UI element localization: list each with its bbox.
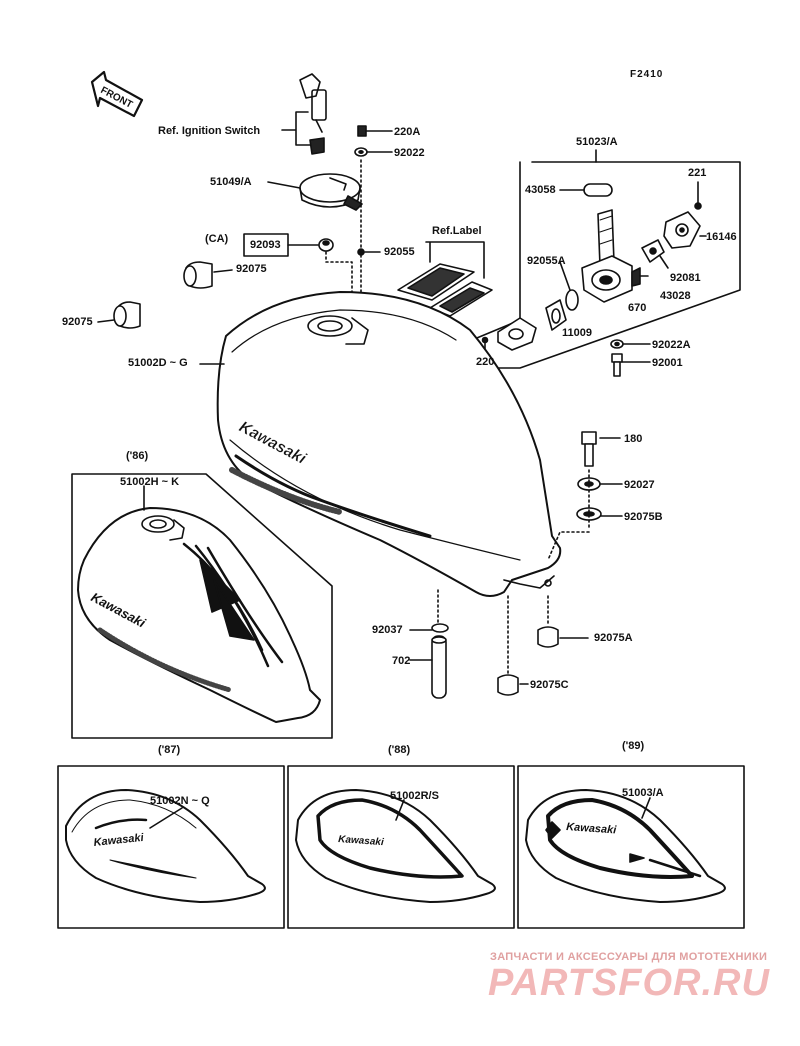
label-year-86: ('86) (126, 450, 149, 462)
tank-88-box (287, 765, 515, 929)
figure-code: F2410 (630, 69, 664, 80)
label-221: 221 (688, 167, 707, 179)
damper-92075-lower-icon (97, 301, 141, 329)
damper-92075A-icon (537, 626, 589, 648)
plate-icon (497, 317, 537, 351)
label-51023A: 51023/A (576, 136, 618, 148)
tank-89-logo: Kawasaki (566, 821, 618, 837)
label-92055: 92055 (384, 246, 415, 258)
main-fuel-tank-icon (199, 291, 562, 597)
lever-cover-16146-icon (663, 181, 707, 249)
fuel-cock-icon (581, 209, 649, 303)
label-92075-upper: 92075 (236, 263, 267, 275)
label-51002H-K: 51002H ~ K (120, 476, 180, 488)
ignition-leader-line (281, 111, 311, 146)
bolt-92001-icon (611, 353, 651, 377)
label-220A: 220A (394, 126, 421, 138)
label-92027: 92027 (624, 479, 655, 491)
fuel-tank-86-icon (77, 485, 321, 723)
ignition-key-icon (299, 73, 327, 155)
ref-label-bracket (425, 241, 485, 279)
label-year-88: ('88) (388, 744, 411, 756)
watermark-subtitle: ЗАПЧАСТИ И АКСЕССУАРЫ ДЛЯ МОТОТЕХНИКИ (490, 951, 768, 963)
label-92081: 92081 (670, 272, 701, 284)
label-220: 220 (476, 356, 495, 368)
tank-87-box (57, 765, 285, 929)
tank-87-logo: Kawasaki (93, 832, 145, 849)
label-92022A: 92022A (652, 339, 691, 351)
clip-92037-icon (409, 623, 449, 633)
label-51002R-S: 51002R/S (390, 790, 439, 802)
bolt-180-icon (581, 431, 621, 467)
hose-702-icon (409, 635, 447, 699)
label-92075-lower: 92075 (62, 316, 93, 328)
warning-label-1-icon (397, 263, 475, 301)
label-51003A: 51003/A (622, 787, 664, 799)
label-43058: 43058 (525, 184, 556, 196)
gasket-11009-icon (545, 299, 567, 331)
label-92055A: 92055A (527, 255, 566, 267)
label-92037: 92037 (372, 624, 403, 636)
damper-92075-upper-icon (183, 261, 233, 289)
tank-86-box (71, 473, 333, 739)
warning-label-2-icon (429, 281, 493, 317)
label-year-87: ('87) (158, 744, 181, 756)
tank-88-logo: Kawasaki (338, 834, 384, 848)
oring-92055A-icon (559, 261, 579, 311)
label-43028: 43028 (660, 290, 691, 302)
washer-92027-icon (577, 477, 623, 491)
washer-92022-icon (354, 147, 393, 157)
label-16146: 16146 (706, 231, 737, 243)
label-ref-ignition-switch: Ref. Ignition Switch (158, 125, 261, 137)
washer-92022A-icon (610, 339, 651, 349)
label-51049A: 51049/A (210, 176, 252, 188)
label-51002N-Q: 51002N ~ Q (150, 795, 210, 807)
label-11009: 11009 (562, 327, 592, 339)
fuel-tank-89-icon (525, 789, 726, 903)
label-670: 670 (628, 302, 647, 314)
watermark-logo: PARTSFOR.RU (488, 962, 770, 1004)
tank-89-box (517, 765, 745, 929)
bolt-220A-icon (357, 125, 393, 137)
label-180: 180 (624, 433, 643, 445)
front-arrow-icon (90, 70, 144, 118)
filler-cap-icon (267, 173, 363, 211)
label-92022: 92022 (394, 147, 425, 159)
label-92001: 92001 (652, 357, 683, 369)
label-92075C: 92075C (530, 679, 569, 691)
label-92093: 92093 (250, 239, 281, 251)
gasket-43058-icon (559, 183, 613, 197)
fuel-tank-87-icon (65, 789, 266, 903)
label-ref-label: Ref.Label (432, 225, 482, 237)
label-year-89: ('89) (622, 740, 645, 752)
label-92075A: 92075A (594, 632, 633, 644)
damper-92075B-icon (576, 507, 623, 521)
gasket-43028-icon (641, 239, 669, 269)
label-ca: (CA) (205, 233, 229, 245)
label-51002D-G: 51002D ~ G (128, 357, 188, 369)
fuel-tank-88-icon (295, 789, 496, 903)
grommet-92093-icon (318, 238, 334, 252)
label-92075B: 92075B (624, 511, 663, 523)
damper-92075C-icon (497, 674, 529, 696)
label-702: 702 (392, 655, 411, 667)
